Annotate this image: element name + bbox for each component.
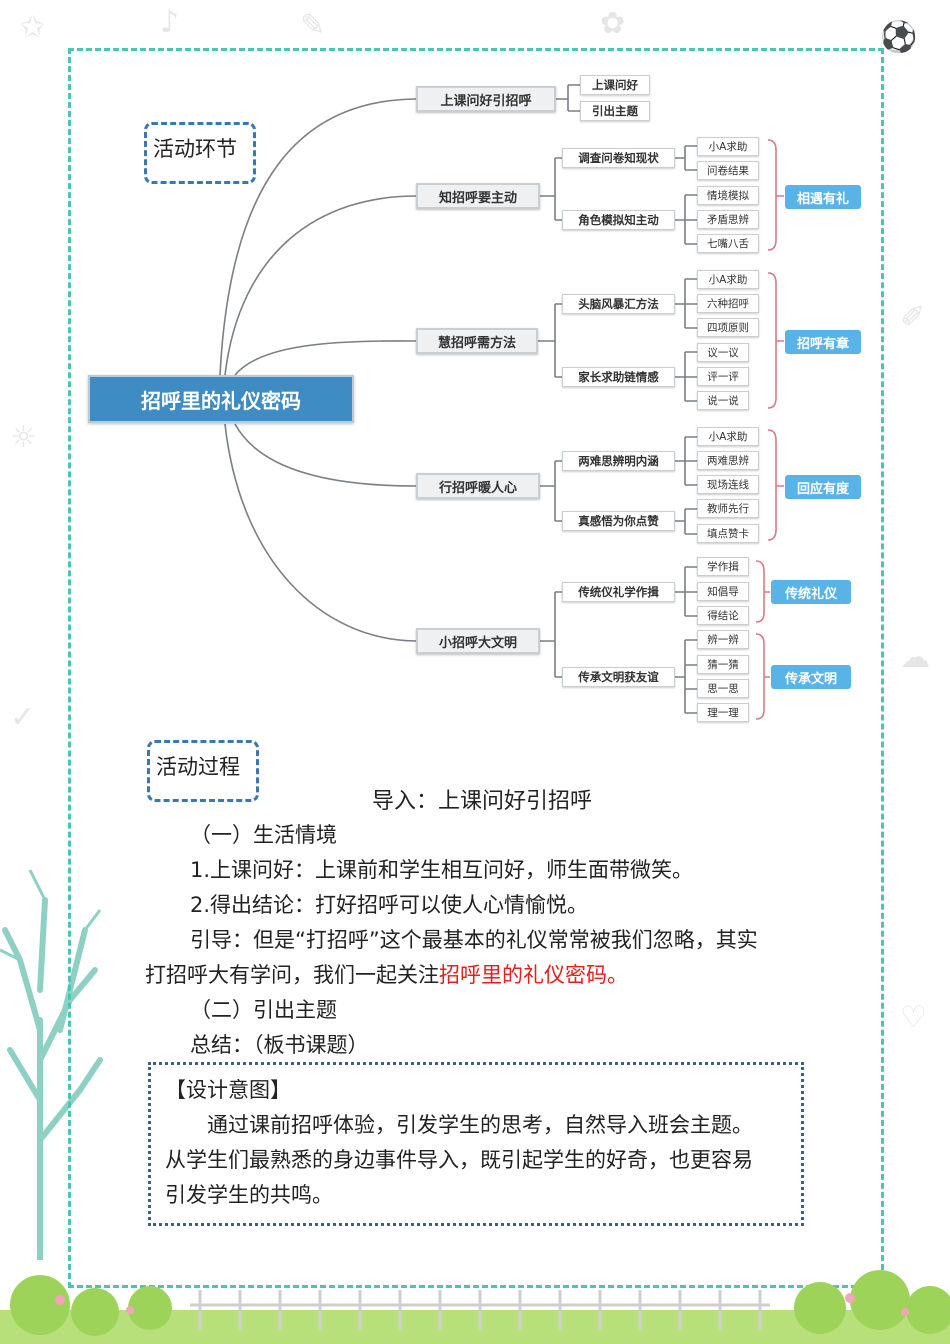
ground-decoration <box>0 1270 950 1344</box>
leaf-node: 思一思 <box>697 679 749 698</box>
doodle-cloud-icon: ☁ <box>900 640 930 675</box>
branch-4: 行招呼暖人心 <box>416 473 540 499</box>
leaf-node: 六种招呼 <box>697 294 759 313</box>
doodle-star-icon: ✩ <box>20 10 46 45</box>
leaf-node: 现场连线 <box>697 475 759 494</box>
doodle-flower-icon: ✿ <box>600 6 626 41</box>
tree-decoration <box>0 869 103 1260</box>
sub-node: 上课问好 <box>580 75 650 95</box>
sub-node: 头脑风暴汇方法 <box>562 294 675 314</box>
leaf-node: 学作揖 <box>697 557 749 576</box>
paragraph-text: 打招呼大有学问，我们一起关注 <box>145 963 439 987</box>
sub-node: 引出主题 <box>580 101 650 121</box>
doodle-check-icon: ✓ <box>10 700 36 735</box>
design-line: 通过课前招呼体验，引发学生的思考，自然导入班会主题。 <box>207 1113 753 1137</box>
leaf-node: 知倡导 <box>697 582 749 601</box>
leaf-node: 小A求助 <box>697 270 759 289</box>
leaf-node: 说一说 <box>697 391 749 410</box>
leaf-node: 填点赞卡 <box>697 524 759 543</box>
leaf-node: 理一理 <box>697 703 749 722</box>
paragraph: 总结：（板书课题） <box>190 1033 369 1057</box>
leaf-node: 四项原则 <box>697 318 759 337</box>
highlight-text: 招呼里的礼仪密码。 <box>439 963 628 987</box>
branch-2: 知招呼要主动 <box>416 183 540 209</box>
mindmap-connectors <box>219 84 784 720</box>
leaf-node: 小A求助 <box>697 427 759 446</box>
sub-node: 传承文明获友谊 <box>562 667 675 687</box>
branch-1: 上课问好引招呼 <box>416 86 556 112</box>
paragraph: （二）引出主题 <box>190 998 337 1022</box>
doodle-sun-icon: ☼ <box>10 420 37 455</box>
leaf-node: 情境模拟 <box>697 186 759 205</box>
doodle-heart-icon: ♡ <box>900 1000 927 1035</box>
leaf-node: 猜一猜 <box>697 655 749 674</box>
sub-node: 家长求助链情感 <box>562 367 675 387</box>
sub-node: 两难思辨明内涵 <box>562 451 675 471</box>
category-tag: 回应有度 <box>785 475 861 499</box>
design-intent-box: 【设计意图】 通过课前招呼体验，引发学生的思考，自然导入班会主题。 从学生们最熟… <box>148 1062 804 1226</box>
category-tag: 招呼有章 <box>785 330 861 354</box>
page-frame <box>68 48 884 1288</box>
leaf-node: 小A求助 <box>697 137 759 156</box>
branch-3: 慧招呼需方法 <box>416 328 538 354</box>
leaf-node: 议一议 <box>697 343 749 362</box>
sub-node: 角色模拟知主动 <box>562 210 675 230</box>
doodle-ball-icon: ⚽ <box>880 20 918 55</box>
leaf-node: 教师先行 <box>697 499 759 518</box>
section-label-activity-process: 活动过程 <box>147 740 259 802</box>
sub-node: 传统仪礼学作揖 <box>562 582 675 602</box>
category-tag: 传承文明 <box>771 665 851 689</box>
sub-node: 调查问卷知现状 <box>562 148 675 168</box>
leaf-node: 七嘴八舌 <box>697 234 759 253</box>
paragraph: 2.得出结论：打好招呼可以使人心情愉悦。 <box>190 893 589 917</box>
paragraph: 引导：但是“打招呼”这个最基本的礼仪常常被我们忽略，其实 <box>190 928 758 952</box>
doodle-note-icon: ♪ <box>160 5 180 40</box>
design-line: 从学生们最熟悉的身边事件导入，既引起学生的好奇，也更容易 <box>165 1148 753 1172</box>
category-tag: 传统礼仪 <box>771 580 851 604</box>
category-tag: 相遇有礼 <box>785 185 861 209</box>
leaf-node: 得结论 <box>697 606 749 625</box>
design-line: 引发学生的共鸣。 <box>165 1183 333 1207</box>
paragraph: （一）生活情境 <box>190 823 337 847</box>
branch-5: 小招呼大文明 <box>416 628 540 654</box>
process-heading: 导入：上课问好引招呼 <box>372 789 593 814</box>
sub-node: 真感悟为你点赞 <box>562 511 675 531</box>
leaf-node: 辨一辨 <box>697 630 749 649</box>
doodle-pencil-icon: ✎ <box>300 8 326 43</box>
leaf-node: 矛盾思辨 <box>697 210 759 229</box>
leaf-node: 两难思辨 <box>697 451 759 470</box>
section-label-activity-steps: 活动环节 <box>144 122 256 184</box>
paragraph: 1.上课问好：上课前和学生相互问好，师生面带微笑。 <box>190 858 694 882</box>
leaf-node: 问卷结果 <box>697 161 759 180</box>
leaf-node: 评一评 <box>697 367 749 386</box>
doodle-book-icon: ✐ <box>900 300 926 335</box>
design-title: 【设计意图】 <box>165 1078 291 1102</box>
paragraph: 打招呼大有学问，我们一起关注招呼里的礼仪密码。 <box>145 958 628 993</box>
mindmap-root: 招呼里的礼仪密码 <box>88 375 354 423</box>
